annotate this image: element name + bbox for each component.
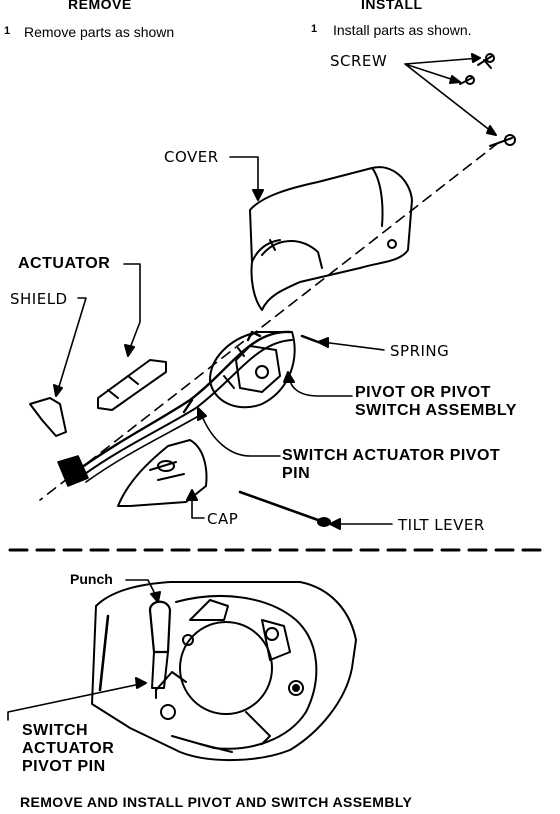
screw-parts — [459, 53, 516, 147]
column-axis-line — [39, 142, 499, 501]
install-step-number: 1 — [311, 23, 318, 35]
lower-pin-label-line1: SWITCH — [22, 722, 89, 739]
pivot-leader-line — [289, 377, 353, 397]
switch-actuator-label-line2: PIN — [282, 465, 311, 482]
pivot-label-line1: PIVOT OR PIVOT — [355, 384, 491, 401]
remove-step-text: Remove parts as shown — [24, 24, 175, 40]
punch-leader-line — [125, 579, 157, 597]
cover-leader-line — [229, 156, 259, 197]
lower-pin-leader-line — [7, 683, 141, 721]
pivot-pin-part — [182, 398, 194, 414]
cover-part — [249, 166, 413, 311]
actuator-part — [97, 359, 167, 411]
column-housing-part — [91, 581, 357, 762]
screw-leader-line — [404, 57, 497, 136]
screw-label: SCREW — [330, 52, 388, 70]
shield-label: SHIELD — [10, 290, 68, 308]
cover-label: COVER — [164, 148, 219, 166]
lower-pin-label-line3: PIVOT PIN — [22, 758, 106, 775]
install-heading: INSTALL — [361, 0, 423, 12]
punch-label: Punch — [70, 571, 113, 587]
spring-label: SPRING — [390, 342, 450, 360]
punch-tool — [148, 600, 172, 699]
spring-part — [300, 334, 320, 344]
figure-caption: REMOVE AND INSTALL PIVOT AND SWITCH ASSE… — [20, 794, 413, 810]
actuator-leader-line — [123, 263, 141, 349]
cap-leader-line — [191, 495, 205, 519]
install-step-text: Install parts as shown. — [333, 22, 472, 38]
tilt-lever-label: TILT LEVER — [398, 516, 485, 534]
pivot-label-line2: SWITCH ASSEMBLY — [355, 402, 517, 419]
pivot-switch-assembly-part — [209, 330, 296, 409]
remove-step-number: 1 — [4, 25, 11, 37]
wiring-harness-part — [57, 330, 293, 487]
shield-part — [29, 397, 67, 437]
tilt-lever-part — [238, 490, 331, 527]
pivot-pin-leader-line — [201, 415, 281, 457]
switch-actuator-label-line1: SWITCH ACTUATOR PIVOT — [282, 447, 501, 464]
remove-heading: REMOVE — [68, 0, 132, 12]
cap-part — [117, 439, 208, 507]
lower-pin-label-line2: ACTUATOR — [22, 740, 115, 757]
actuator-label: ACTUATOR — [18, 255, 111, 272]
shield-leader-line — [57, 297, 87, 391]
cap-label: CAP — [207, 510, 239, 528]
